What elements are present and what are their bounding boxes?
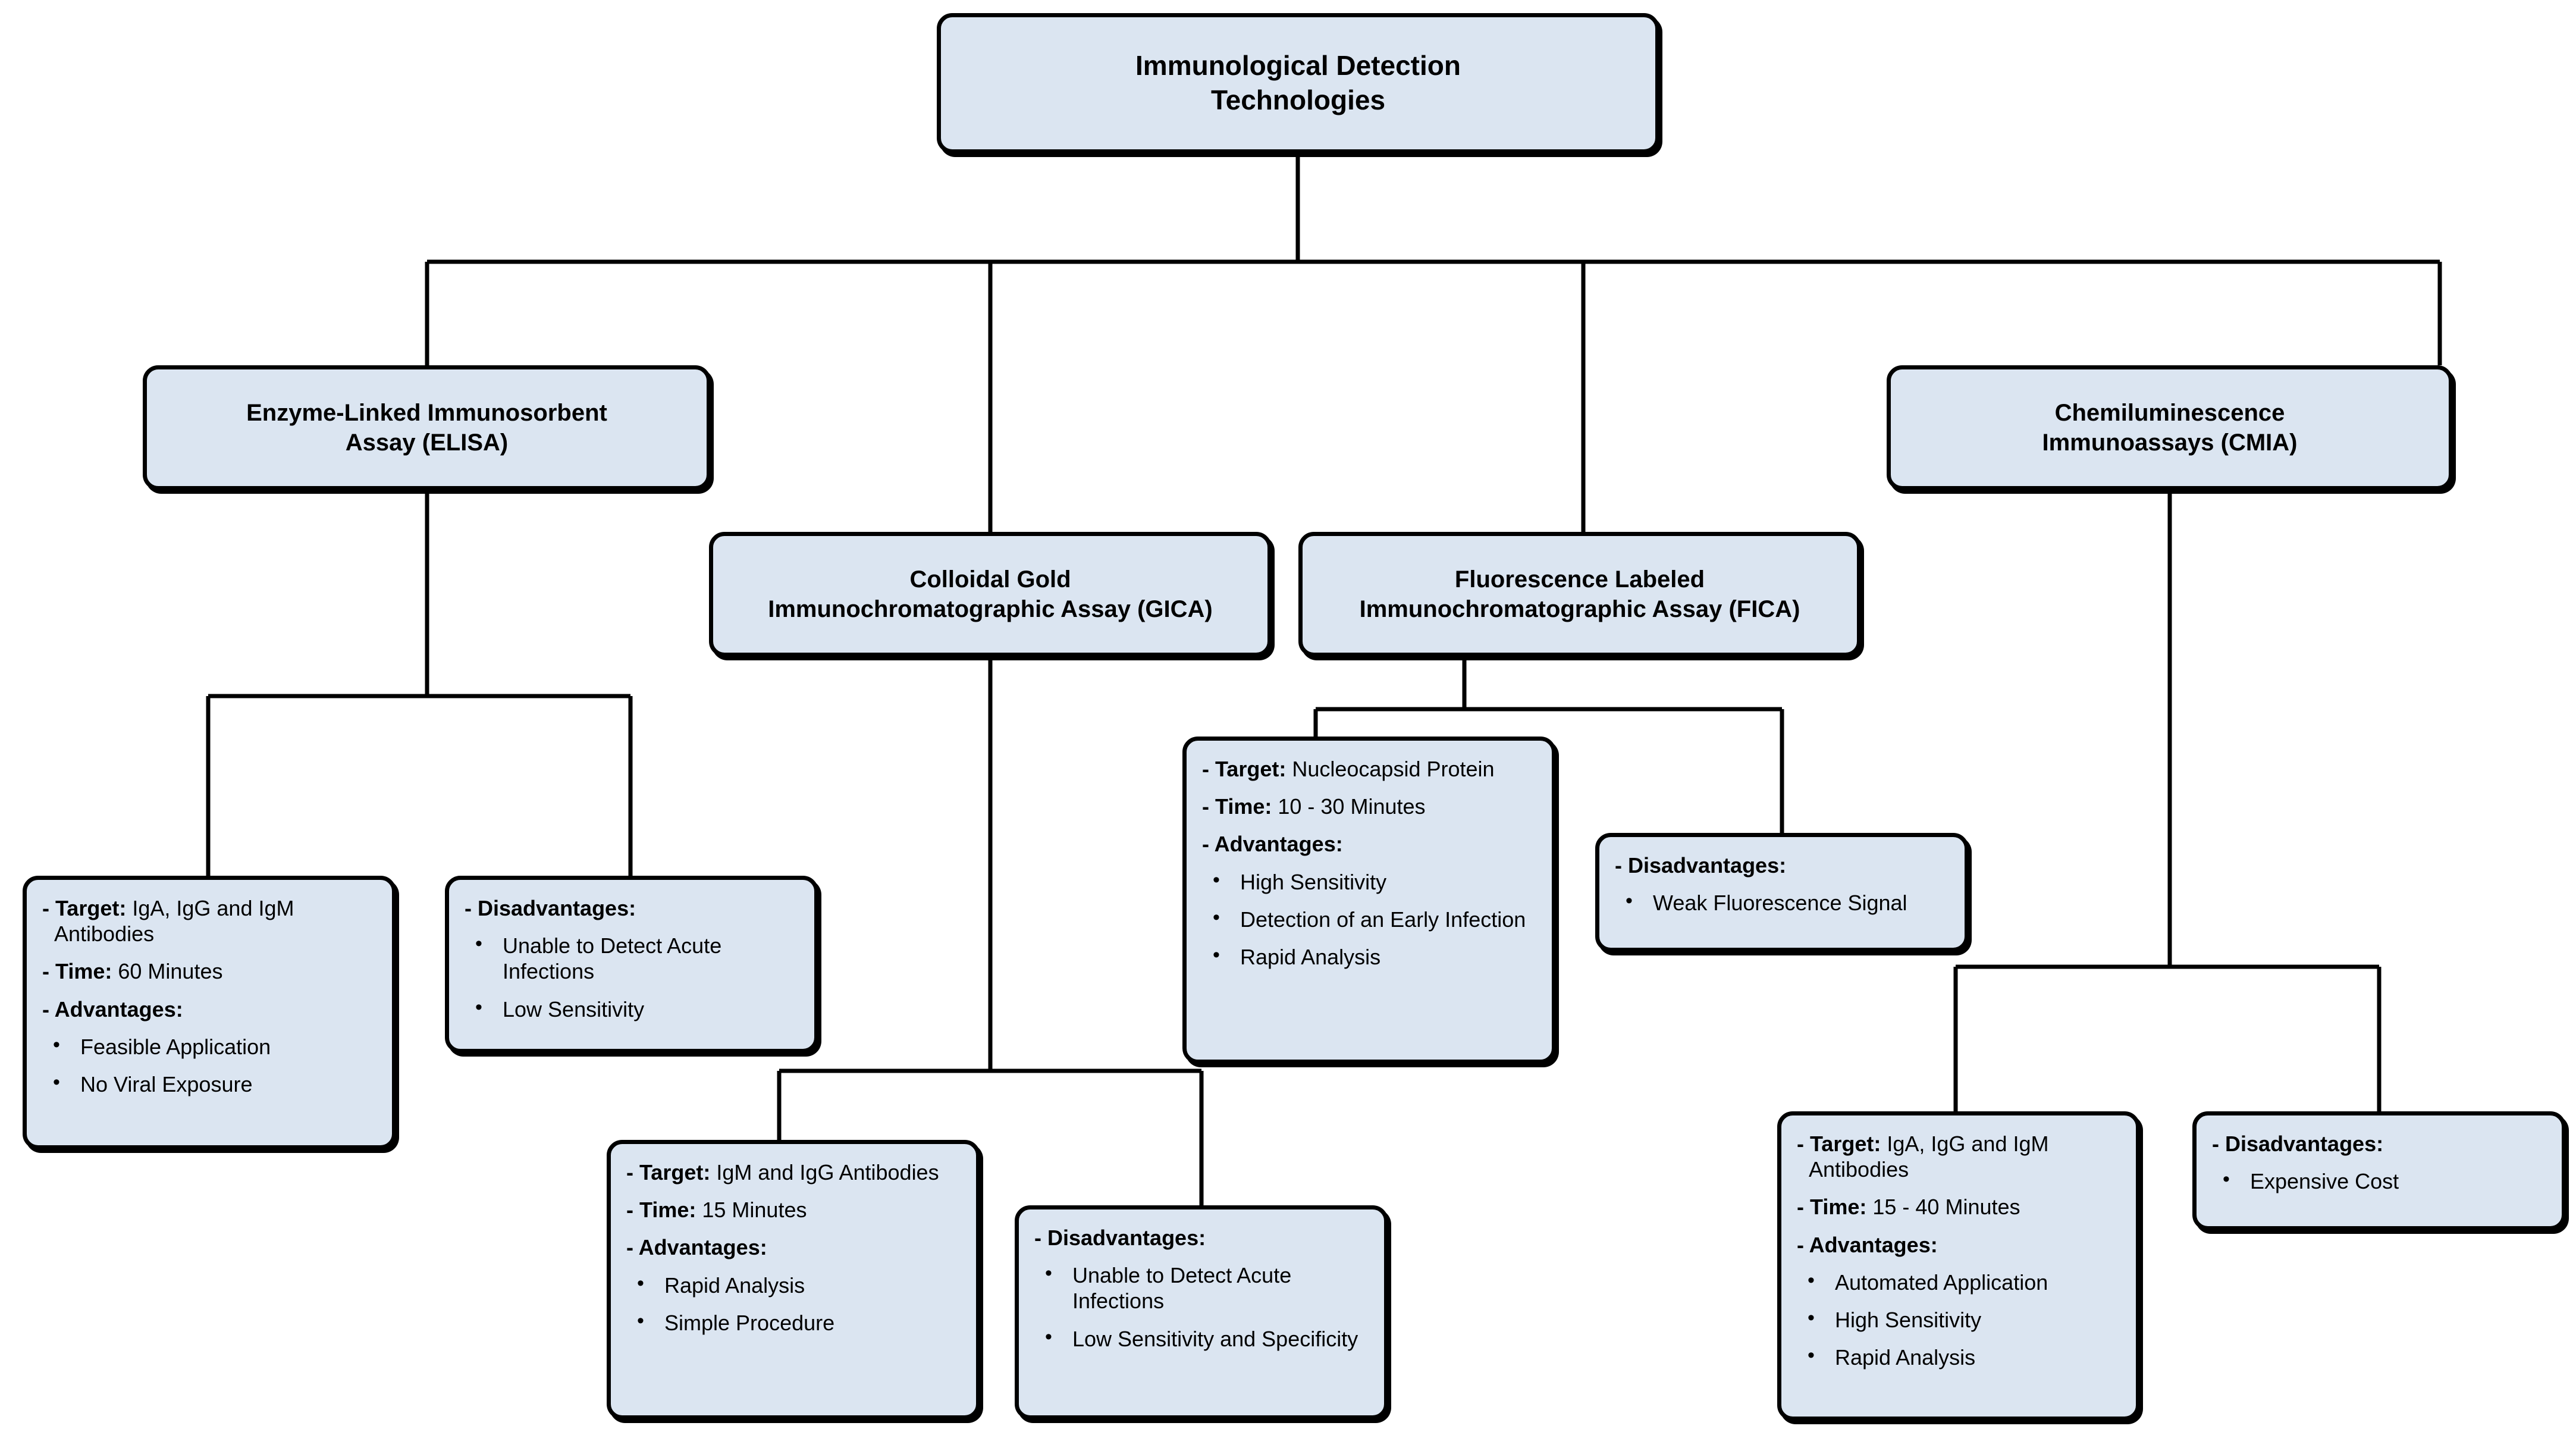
node-elisa-line2: Assay (ELISA) [345, 430, 509, 456]
list-item: Simple Procedure [626, 1309, 963, 1336]
elisa-time-value: 60 Minutes [118, 959, 223, 984]
fica-advantages-key: - Advantages: [1202, 832, 1343, 857]
list-item: Rapid Analysis [1797, 1343, 2123, 1370]
fica-target-row: - Target: Nucleocapsid Protein [1202, 756, 1539, 782]
node-cmia-advantages[interactable]: - Target: IgA, IgG and IgM Antibodies - … [1777, 1111, 2140, 1421]
node-cmia-line2: Immunoassays (CMIA) [2042, 430, 2298, 456]
list-item: Low Sensitivity [465, 995, 801, 1022]
fica-time-value: 10 - 30 Minutes [1278, 794, 1426, 819]
node-fica-advantages[interactable]: - Target: Nucleocapsid Protein - Time: 1… [1182, 737, 1556, 1064]
elisa-target-row: - Target: IgA, IgG and IgM Antibodies [42, 895, 379, 947]
list-item: Rapid Analysis [1202, 943, 1539, 970]
list-item: No Viral Exposure [42, 1070, 379, 1097]
node-gica-advantages[interactable]: - Target: IgM and IgG Antibodies - Time:… [607, 1140, 980, 1419]
node-cmia[interactable]: Chemiluminescence Immunoassays (CMIA) [1887, 365, 2453, 490]
node-elisa-line1: Enzyme-Linked Immunosorbent [246, 399, 607, 426]
gica-advantages-row: - Advantages: [626, 1234, 963, 1260]
elisa-disadvantages-key: - Disadvantages: [465, 896, 636, 920]
list-item: Rapid Analysis [626, 1271, 963, 1298]
gica-disadvantages-row: - Disadvantages: [1034, 1225, 1371, 1251]
elisa-target-value: IgA, IgG and IgM Antibodies [54, 896, 294, 947]
gica-target-value: IgM and IgG Antibodies [716, 1160, 939, 1184]
list-item: Automated Application [1797, 1268, 2123, 1295]
gica-target-key: - Target: [626, 1160, 711, 1184]
cmia-time-key: - Time: [1797, 1195, 1867, 1220]
node-root-line2: Technologies [1210, 84, 1386, 115]
elisa-time-key: - Time: [42, 959, 112, 984]
fica-advantages-list: High Sensitivity Detection of an Early I… [1202, 868, 1539, 970]
node-gica-line1: Colloidal Gold [909, 566, 1071, 593]
node-elisa-advantages[interactable]: - Target: IgA, IgG and IgM Antibodies - … [23, 876, 396, 1149]
elisa-target-key: - Target: [42, 896, 127, 920]
gica-target-row: - Target: IgM and IgG Antibodies [626, 1160, 963, 1185]
node-root-line1: Immunological Detection [1135, 50, 1461, 82]
gica-disadvantages-list: Unable to Detect Acute Infections Low Se… [1034, 1261, 1371, 1352]
fica-time-row: - Time: 10 - 30 Minutes [1202, 794, 1539, 819]
gica-disadvantages-key: - Disadvantages: [1034, 1226, 1206, 1250]
node-gica-line2: Immunochromatographic Assay (GICA) [768, 596, 1213, 622]
elisa-advantages-key: - Advantages: [42, 997, 183, 1021]
gica-advantages-list: Rapid Analysis Simple Procedure [626, 1271, 963, 1336]
cmia-target-key: - Target: [1797, 1132, 1881, 1156]
node-fica-disadvantages[interactable]: - Disadvantages: Weak Fluorescence Signa… [1595, 833, 1969, 952]
fica-target-value: Nucleocapsid Protein [1292, 757, 1495, 781]
list-item: High Sensitivity [1202, 868, 1539, 895]
fica-advantages-row: - Advantages: [1202, 831, 1539, 857]
gica-time-key: - Time: [626, 1198, 696, 1223]
cmia-target-row: - Target: IgA, IgG and IgM Antibodies [1797, 1131, 2123, 1182]
node-fica[interactable]: Fluorescence Labeled Immunochromatograph… [1298, 532, 1861, 657]
cmia-advantages-row: - Advantages: [1797, 1232, 2123, 1258]
fica-target-key: - Target: [1202, 757, 1287, 781]
list-item: Unable to Detect Acute Infections [465, 932, 801, 984]
gica-time-value: 15 Minutes [702, 1198, 807, 1223]
node-cmia-line1: Chemiluminescence [2054, 399, 2285, 426]
fica-disadvantages-key: - Disadvantages: [1615, 853, 1787, 878]
list-item: Unable to Detect Acute Infections [1034, 1261, 1371, 1314]
node-root[interactable]: Immunological Detection Technologies [937, 13, 1659, 153]
list-item: Feasible Application [42, 1033, 379, 1060]
cmia-target-value: IgA, IgG and IgM Antibodies [1809, 1132, 2049, 1182]
cmia-time-row: - Time: 15 - 40 Minutes [1797, 1194, 2123, 1220]
fica-disadvantages-list: Weak Fluorescence Signal [1615, 889, 1951, 916]
node-elisa[interactable]: Enzyme-Linked Immunosorbent Assay (ELISA… [143, 365, 711, 490]
elisa-disadvantages-row: - Disadvantages: [465, 895, 801, 921]
cmia-advantages-key: - Advantages: [1797, 1232, 1938, 1257]
cmia-disadvantages-row: - Disadvantages: [2212, 1131, 2549, 1157]
node-fica-line2: Immunochromatographic Assay (FICA) [1359, 596, 1800, 622]
node-gica-disadvantages[interactable]: - Disadvantages: Unable to Detect Acute … [1015, 1205, 1388, 1419]
list-item: Detection of an Early Infection [1202, 905, 1539, 932]
cmia-disadvantages-key: - Disadvantages: [2212, 1132, 2384, 1156]
elisa-disadvantages-list: Unable to Detect Acute Infections Low Se… [465, 932, 801, 1022]
cmia-disadvantages-list: Expensive Cost [2212, 1167, 2549, 1194]
elisa-advantages-row: - Advantages: [42, 997, 379, 1022]
cmia-time-value: 15 - 40 Minutes [1872, 1195, 2020, 1220]
node-elisa-disadvantages[interactable]: - Disadvantages: Unable to Detect Acute … [445, 876, 818, 1053]
gica-time-row: - Time: 15 Minutes [626, 1197, 963, 1223]
cmia-advantages-list: Automated Application High Sensitivity R… [1797, 1268, 2123, 1371]
fica-time-key: - Time: [1202, 794, 1272, 819]
elisa-advantages-list: Feasible Application No Viral Exposure [42, 1033, 379, 1097]
list-item: Low Sensitivity and Specificity [1034, 1325, 1371, 1352]
list-item: High Sensitivity [1797, 1306, 2123, 1333]
node-fica-line1: Fluorescence Labeled [1454, 566, 1705, 593]
list-item: Expensive Cost [2212, 1167, 2549, 1194]
node-cmia-disadvantages[interactable]: - Disadvantages: Expensive Cost [2192, 1111, 2566, 1230]
node-gica[interactable]: Colloidal Gold Immunochromatographic Ass… [709, 532, 1272, 657]
list-item: Weak Fluorescence Signal [1615, 889, 1951, 916]
gica-advantages-key: - Advantages: [626, 1235, 767, 1260]
fica-disadvantages-row: - Disadvantages: [1615, 853, 1951, 878]
elisa-time-row: - Time: 60 Minutes [42, 958, 379, 984]
